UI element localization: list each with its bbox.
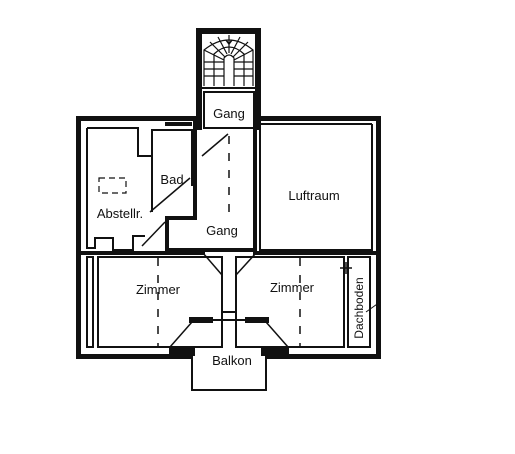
inner-walls — [86, 120, 373, 252]
outer-walls — [76, 116, 381, 359]
storage-box-marker — [98, 177, 127, 194]
gang-top-box — [203, 91, 255, 129]
room-label-abstellraum: Abstellr. — [97, 206, 143, 221]
room-label-dachboden: Dachboden — [352, 277, 366, 338]
staircase-tower — [196, 28, 261, 130]
room-label-bad: Bad — [160, 172, 183, 187]
lower-walls — [81, 251, 381, 348]
room-label-zimmer-right: Zimmer — [270, 280, 315, 295]
staircase — [203, 35, 254, 86]
stair-tower-wall-right — [255, 28, 261, 130]
room-label-zimmer-left: Zimmer — [136, 282, 181, 297]
stair-tower-wall-left — [196, 28, 202, 130]
room-label-gang-top: Gang — [213, 106, 245, 121]
room-label-gang-main: Gang — [206, 223, 238, 238]
balkon-structure — [169, 346, 289, 391]
dashed-lines — [157, 136, 301, 346]
room-label-luftraum: Luftraum — [288, 188, 339, 203]
room-label-balkon: Balkon — [212, 353, 252, 368]
stair-tower-wall-top — [196, 28, 261, 34]
